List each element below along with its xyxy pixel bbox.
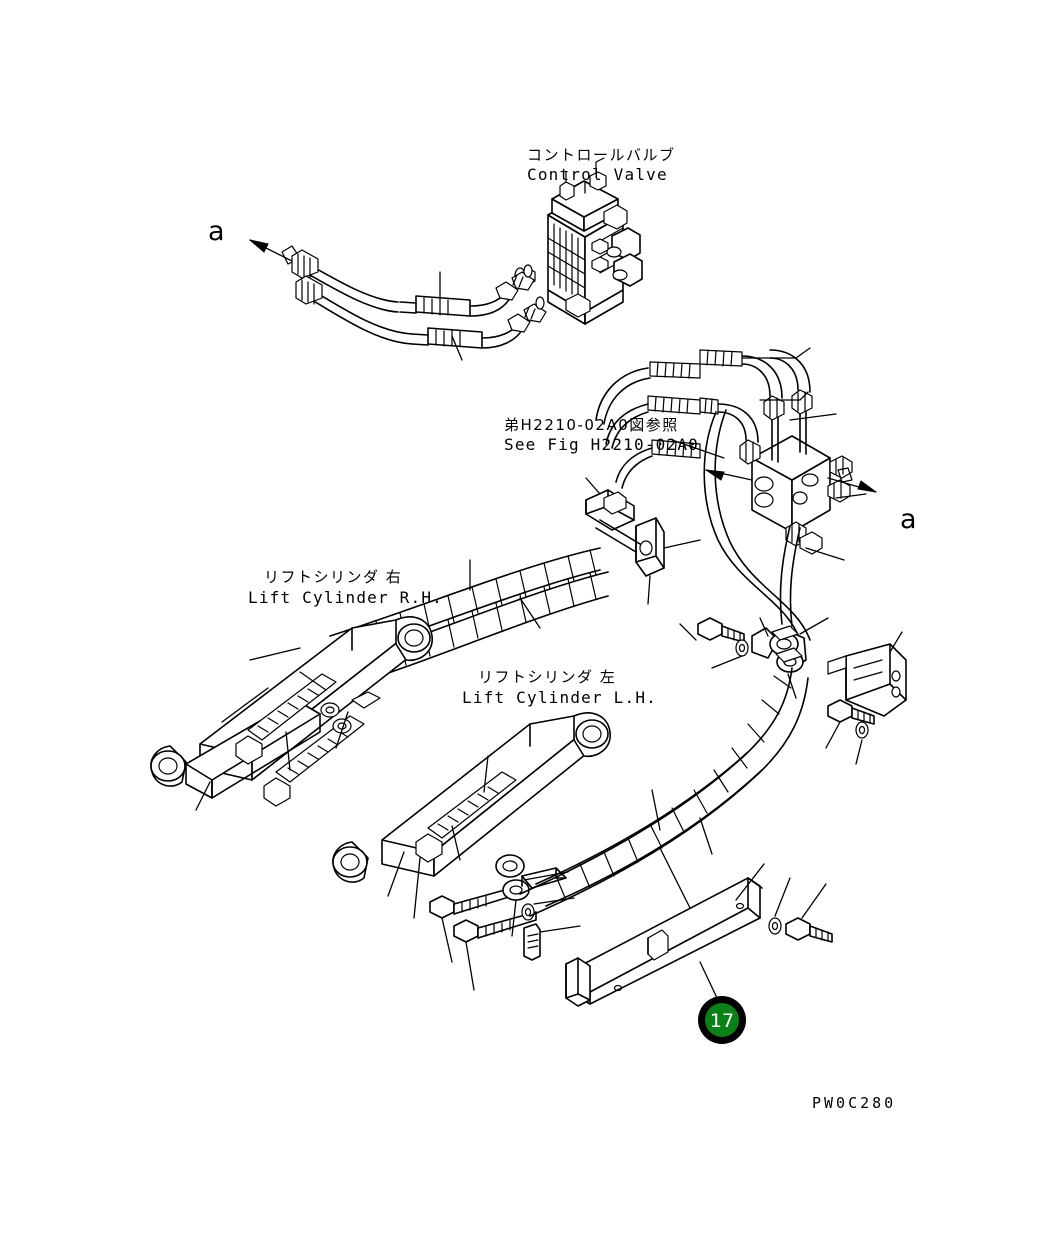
section-marker-a-right: a xyxy=(900,504,917,535)
see-fig-label-en: See Fig H2210-02A0 xyxy=(504,435,699,454)
section-arrow-left-on-block xyxy=(705,469,753,481)
control-valve-label-en: Control Valve xyxy=(527,165,668,184)
section-arrow-right xyxy=(827,467,877,493)
drawing-code: PW0C280 xyxy=(812,1094,896,1112)
label-lift-cylinder-lh: リフトシリンダ 左 Lift Cylinder L.H. xyxy=(462,668,657,707)
lift-cylinder-rh-label-en: Lift Cylinder R.H. xyxy=(248,588,443,607)
lift-cylinder-rh xyxy=(150,616,433,811)
control-valve-assembly xyxy=(514,157,643,325)
control-valve-label-jp: コントロールバルブ xyxy=(527,146,676,164)
valve-manifold-block xyxy=(595,347,867,561)
center-bracket-clamp xyxy=(585,477,701,605)
section-marker-a-left: a xyxy=(208,216,225,247)
hose-clamp-assembly xyxy=(679,617,907,765)
upper-hose-group xyxy=(249,239,547,361)
label-control-valve: コントロールバルブ Control Valve xyxy=(527,146,676,184)
guard-plate xyxy=(565,847,833,1007)
wrapped-hose-lower xyxy=(519,667,809,917)
lift-cylinder-lh-label-jp: リフトシリンダ 左 xyxy=(478,668,616,686)
lift-cylinder-rh-label-jp: リフトシリンダ 右 xyxy=(264,568,402,586)
lift-cylinder-lh-label-en: Lift Cylinder L.H. xyxy=(462,688,657,707)
label-see-fig: 弟H2210-02A0図参照 See Fig H2210-02A0 xyxy=(504,416,699,454)
see-fig-label-jp: 弟H2210-02A0図参照 xyxy=(504,416,679,434)
main-hose-vertical-run xyxy=(703,409,811,641)
callout-badge-17[interactable]: 17 xyxy=(698,996,746,1044)
lift-cylinder-lh xyxy=(332,712,611,991)
callout-badge-label: 17 xyxy=(710,1010,734,1032)
label-lift-cylinder-rh: リフトシリンダ 右 Lift Cylinder R.H. xyxy=(248,568,443,607)
